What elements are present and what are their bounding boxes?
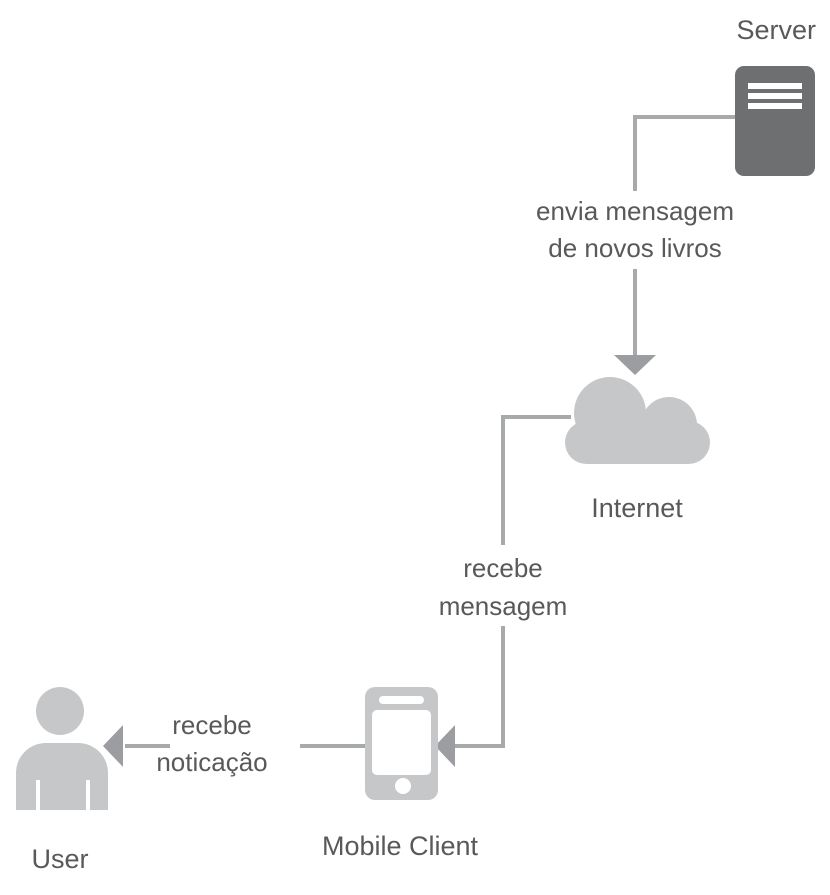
server-icon (735, 66, 815, 176)
edge-label-mobile-to-user: recebe noticação (127, 707, 297, 781)
connector-to-phone-horizontal (455, 744, 505, 748)
edge-label-line: recebe (172, 710, 252, 740)
person-icon (16, 687, 108, 810)
arrow-left-icon (435, 725, 455, 767)
connector-server-horizontal (633, 115, 735, 119)
edge-label-line: mensagem (438, 591, 568, 621)
person-arm-divider (86, 780, 90, 810)
connector-server-vertical-upper (633, 115, 637, 191)
edge-label-line: de novos livros (548, 233, 722, 263)
connector-cloud-vertical-lower (501, 626, 505, 748)
connector-cloud-horizontal (501, 415, 571, 419)
edge-label-line: envia mensagem (536, 196, 734, 226)
arrow-down-icon (614, 355, 656, 375)
phone-speaker (379, 696, 424, 704)
connector-label-to-user-horizontal (125, 744, 170, 748)
person-head (36, 687, 84, 735)
server-node-label: Server (736, 15, 816, 45)
person-arm-divider (36, 780, 40, 810)
server-stripe (748, 83, 802, 89)
mobile-client-node-label: Mobile Client (321, 831, 479, 861)
edge-label-line: recebe (463, 553, 543, 583)
user-node-label: User (31, 844, 89, 874)
person-torso (16, 743, 108, 810)
cloud-icon (565, 375, 710, 465)
internet-node-label: Internet (591, 493, 683, 523)
connector-phone-to-label-horizontal (300, 744, 365, 748)
edge-label-internet-to-mobile: recebe mensagem (403, 549, 603, 625)
server-stripe (748, 103, 802, 109)
phone-screen (372, 710, 431, 775)
smartphone-icon (365, 687, 438, 800)
edge-label-server-to-internet: envia mensagem de novos livros (495, 193, 775, 267)
connector-cloud-vertical-upper (501, 415, 505, 545)
server-stripe (748, 93, 802, 99)
phone-home-button (395, 778, 411, 794)
connector-server-vertical-lower (633, 269, 637, 355)
arrow-left-icon (103, 725, 123, 767)
edge-label-line: noticação (156, 747, 268, 777)
